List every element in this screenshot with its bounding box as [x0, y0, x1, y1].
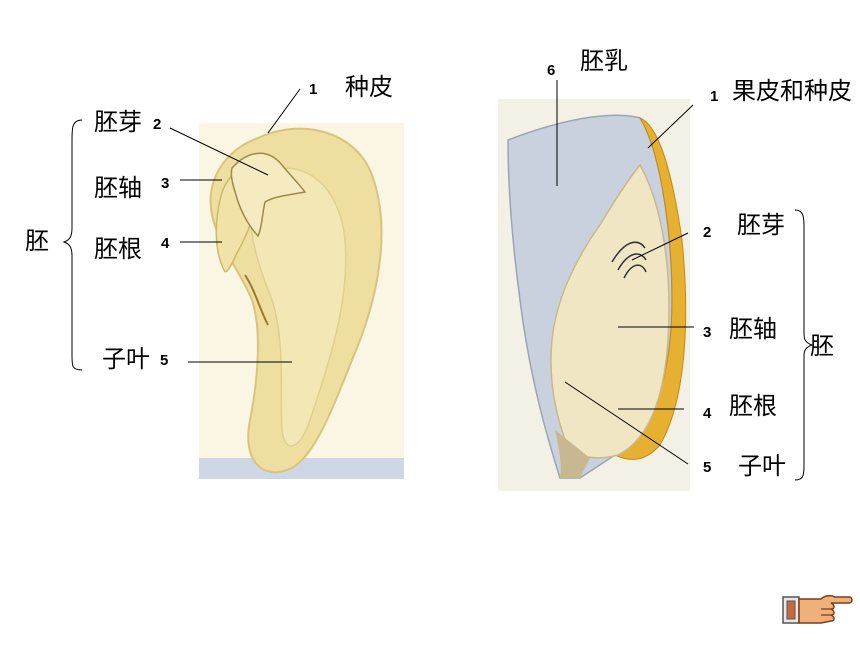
bean-embryo-label: 胚 — [25, 227, 49, 255]
bean-leader-2 — [169, 127, 269, 176]
corn-label-pericarp: 果皮和种皮 — [732, 77, 852, 105]
bean-embryo-brace — [62, 119, 83, 371]
bean-label-4-num: 4 — [161, 235, 170, 252]
corn-leader-1 — [647, 104, 694, 149]
corn-label-2-num: 2 — [703, 224, 712, 241]
corn-label-1-num: 1 — [710, 88, 719, 105]
pointing-hand-icon-graphic — [782, 594, 853, 624]
bean-leader-1 — [267, 88, 301, 134]
corn-label-endosperm: 胚乳 — [580, 47, 628, 75]
bean-label-seed-coat: 种皮 — [345, 73, 393, 101]
corn-leader-2 — [631, 232, 689, 261]
bean-label-3-num: 3 — [161, 175, 170, 192]
corn-label-6-num: 6 — [547, 62, 556, 79]
corn-label-3-num: 3 — [703, 324, 712, 341]
bean-plumule-shape — [230, 152, 307, 238]
bean-label-hypocotyl: 胚轴 — [94, 174, 142, 202]
bean-label-5-num: 5 — [160, 352, 169, 369]
corn-label-5-num: 5 — [703, 459, 712, 476]
corn-embryo-brace — [794, 209, 814, 481]
corn-hull-shape — [613, 116, 687, 460]
bean-hilum-line — [244, 274, 269, 326]
bean-label-cotyledon: 子叶 — [102, 345, 150, 373]
bean-label-plumule: 胚芽 — [94, 108, 142, 136]
corn-label-radicle: 胚根 — [729, 392, 777, 420]
corn-label-plumule: 胚芽 — [737, 211, 785, 239]
corn-base-shape — [555, 430, 590, 478]
bean-label-1-num: 1 — [309, 81, 318, 98]
bean-label-2-num: 2 — [153, 116, 162, 133]
corn-label-hypocotyl: 胚轴 — [729, 315, 777, 343]
bean-label-radicle: 胚根 — [94, 235, 142, 263]
pointing-hand-icon[interactable] — [781, 587, 855, 635]
corn-embryo-label: 胚 — [810, 332, 834, 360]
corn-plumule-lines — [611, 241, 647, 279]
bean-image-footer — [199, 458, 404, 479]
corn-label-cotyledon: 子叶 — [738, 452, 786, 480]
corn-leader-5 — [564, 381, 689, 465]
corn-label-4-num: 4 — [703, 405, 712, 422]
